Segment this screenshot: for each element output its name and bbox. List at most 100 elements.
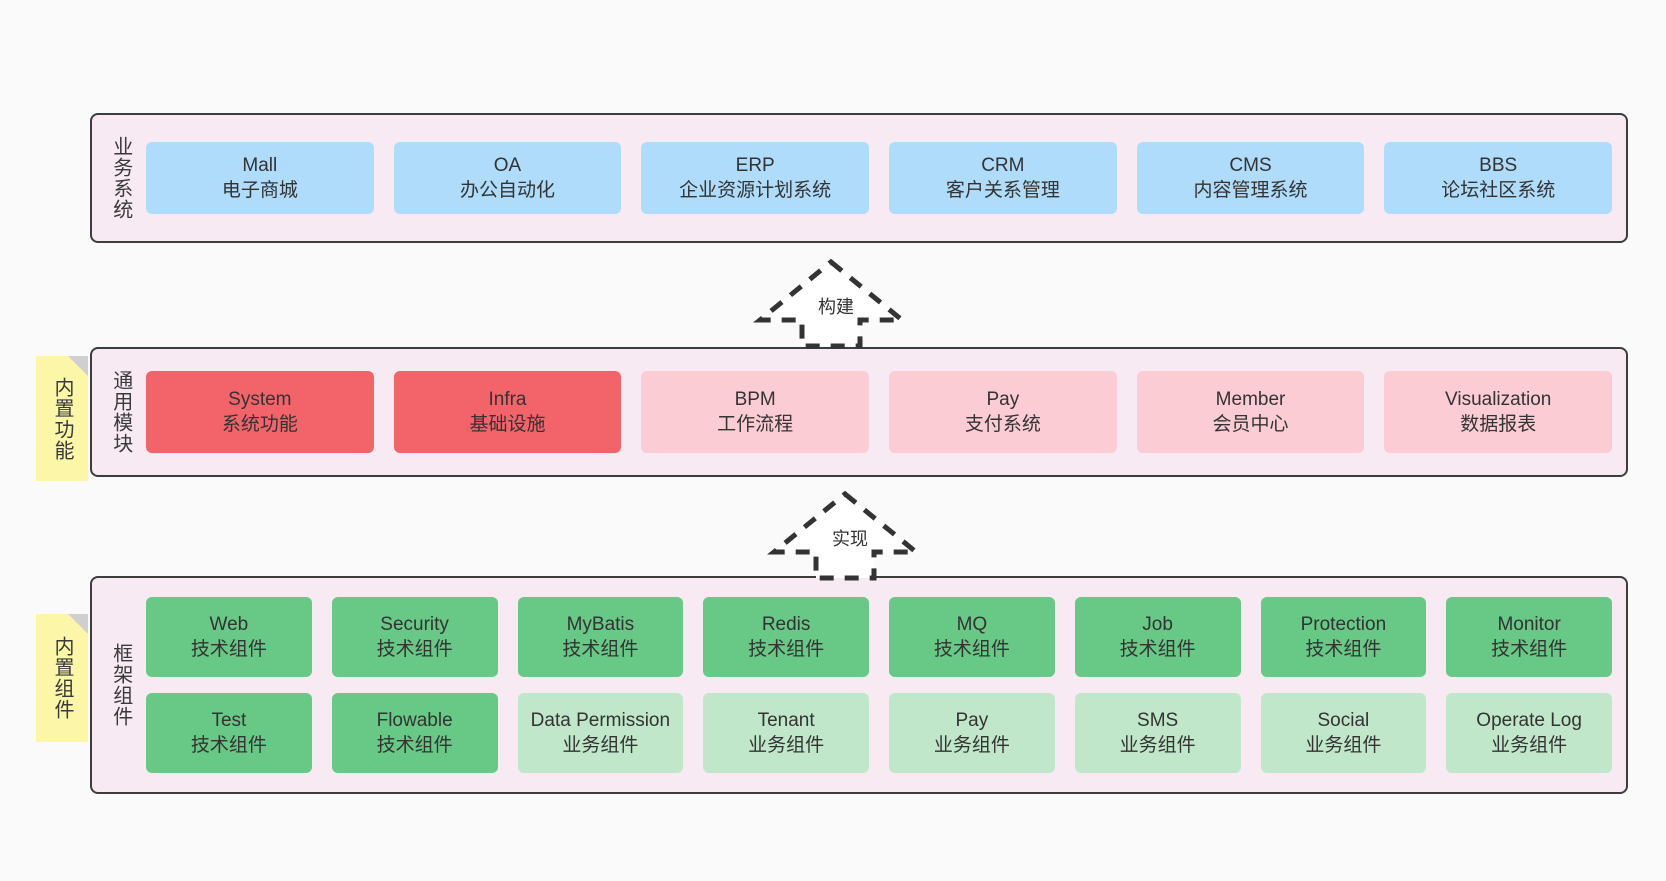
sticky-note-builtin-components-label: 内置组件 <box>51 636 73 720</box>
node-system-desc: 系统功能 <box>221 414 298 435</box>
node-bbs-name: BBS <box>1479 154 1518 176</box>
note-fold-corner-icon <box>68 614 88 634</box>
node-social-desc: 业务组件 <box>1305 735 1382 756</box>
node-mall-desc: 电子商城 <box>221 180 298 201</box>
note-fold-corner-icon <box>68 356 88 376</box>
node-test-name: Test <box>211 709 247 731</box>
node-web[interactable]: Web 技术组件 <box>146 597 312 677</box>
node-oa-desc: 办公自动化 <box>460 180 556 201</box>
node-web-desc: 技术组件 <box>190 639 267 660</box>
node-pay-name: Pay <box>986 388 1020 410</box>
node-crm[interactable]: CRM 客户关系管理 <box>889 142 1117 214</box>
node-visualization[interactable]: Visualization 数据报表 <box>1384 371 1613 453</box>
node-pay-desc: 支付系统 <box>964 414 1041 435</box>
layer-body-business: Mall 电子商城 OA 办公自动化 ERP 企业资源计划系统 CRM 客户关系… <box>142 115 1626 241</box>
node-data-permission-desc: 业务组件 <box>562 735 639 756</box>
node-infra-name: Infra <box>488 388 527 410</box>
node-mall-name: Mall <box>242 154 278 176</box>
sticky-note-builtin-components: 内置组件 <box>36 614 88 742</box>
node-oa-name: OA <box>493 154 522 176</box>
node-oa[interactable]: OA 办公自动化 <box>393 142 622 214</box>
node-mybatis-desc: 技术组件 <box>562 639 639 660</box>
node-redis[interactable]: Redis 技术组件 <box>703 597 869 677</box>
node-mybatis-name: MyBatis <box>566 613 635 635</box>
node-flowable-name: Flowable <box>376 709 453 731</box>
arrow-implement-shape <box>766 490 924 581</box>
node-bpm[interactable]: BPM 工作流程 <box>641 371 870 453</box>
arrow-implement: 实现 <box>766 490 924 581</box>
arrow-implement-label: 实现 <box>832 529 868 549</box>
layer-framework-components: 框架组件 Web 技术组件 Security 技术组件 MyBatis 技术组件 <box>90 576 1628 794</box>
node-cms-name: CMS <box>1229 154 1272 176</box>
node-bpm-desc: 工作流程 <box>717 414 794 435</box>
layer-body-framework: Web 技术组件 Security 技术组件 MyBatis 技术组件 Redi… <box>142 578 1626 792</box>
node-protection-name: Protection <box>1300 613 1387 635</box>
node-job-name: Job <box>1142 613 1173 635</box>
common-node-row: System 系统功能 Infra 基础设施 BPM 工作流程 Pay 支付系统… <box>146 371 1613 453</box>
node-test[interactable]: Test 技术组件 <box>146 693 312 773</box>
node-social[interactable]: Social 业务组件 <box>1260 693 1427 773</box>
node-visualization-name: Visualization <box>1445 388 1552 410</box>
node-pay[interactable]: Pay 支付系统 <box>889 371 1117 453</box>
sticky-note-builtin-functions: 内置功能 <box>36 356 88 481</box>
arrow-build-label: 构建 <box>818 297 854 317</box>
node-crm-name: CRM <box>981 154 1025 176</box>
node-data-permission[interactable]: Data Permission 业务组件 <box>517 693 684 773</box>
layer-title-common: 通用模块 <box>109 370 132 454</box>
framework-row-2: Test 技术组件 Flowable 技术组件 Data Permission … <box>146 693 1612 773</box>
node-sms[interactable]: SMS 业务组件 <box>1074 693 1241 773</box>
node-security[interactable]: Security 技术组件 <box>331 597 498 677</box>
sticky-note-builtin-functions-label: 内置功能 <box>51 376 73 461</box>
node-monitor-desc: 技术组件 <box>1491 639 1568 660</box>
layer-body-common: System 系统功能 Infra 基础设施 BPM 工作流程 Pay 支付系统… <box>142 349 1626 475</box>
node-infra[interactable]: Infra 基础设施 <box>393 371 622 453</box>
layer-common-modules: 通用模块 System 系统功能 Infra 基础设施 BPM 工作流程 Pay <box>90 347 1628 477</box>
business-node-row: Mall 电子商城 OA 办公自动化 ERP 企业资源计划系统 CRM 客户关系… <box>146 142 1613 214</box>
node-bpm-name: BPM <box>734 388 776 410</box>
node-flowable[interactable]: Flowable 技术组件 <box>331 693 498 773</box>
node-erp[interactable]: ERP 企业资源计划系统 <box>641 142 870 214</box>
node-monitor-name: Monitor <box>1497 613 1561 635</box>
node-tenant[interactable]: Tenant 业务组件 <box>703 693 869 773</box>
layer-business-systems: 业务系统 Mall 电子商城 OA 办公自动化 ERP 企业资源计划系统 CRM <box>90 113 1628 243</box>
node-cms[interactable]: CMS 内容管理系统 <box>1136 142 1365 214</box>
node-security-name: Security <box>380 613 449 635</box>
node-security-desc: 技术组件 <box>376 639 453 660</box>
layer-title-framework: 框架组件 <box>109 643 132 727</box>
node-erp-desc: 企业资源计划系统 <box>679 180 832 201</box>
node-pay-component-desc: 业务组件 <box>933 735 1010 756</box>
node-job[interactable]: Job 技术组件 <box>1074 597 1241 677</box>
node-crm-desc: 客户关系管理 <box>945 180 1060 201</box>
node-redis-name: Redis <box>761 613 811 635</box>
node-web-name: Web <box>209 613 249 635</box>
node-mybatis[interactable]: MyBatis 技术组件 <box>517 597 684 677</box>
framework-rows: Web 技术组件 Security 技术组件 MyBatis 技术组件 Redi… <box>146 597 1612 773</box>
node-tenant-desc: 业务组件 <box>748 735 825 756</box>
node-system-name: System <box>228 388 292 410</box>
node-member-desc: 会员中心 <box>1212 414 1289 435</box>
node-operate-log-desc: 业务组件 <box>1491 735 1568 756</box>
node-mq[interactable]: MQ 技术组件 <box>889 597 1055 677</box>
node-test-desc: 技术组件 <box>190 735 267 756</box>
node-visualization-desc: 数据报表 <box>1460 414 1537 435</box>
node-tenant-name: Tenant <box>757 709 815 731</box>
node-pay-component[interactable]: Pay 业务组件 <box>889 693 1055 773</box>
node-protection[interactable]: Protection 技术组件 <box>1260 597 1427 677</box>
node-system[interactable]: System 系统功能 <box>146 371 374 453</box>
node-mall[interactable]: Mall 电子商城 <box>146 142 374 214</box>
node-job-desc: 技术组件 <box>1119 639 1196 660</box>
node-monitor[interactable]: Monitor 技术组件 <box>1446 597 1612 677</box>
layer-title-business: 业务系统 <box>109 136 132 220</box>
node-mq-name: MQ <box>956 613 988 635</box>
node-bbs[interactable]: BBS 论坛社区系统 <box>1384 142 1613 214</box>
node-infra-desc: 基础设施 <box>469 414 546 435</box>
node-member[interactable]: Member 会员中心 <box>1136 371 1365 453</box>
node-redis-desc: 技术组件 <box>748 639 825 660</box>
node-protection-desc: 技术组件 <box>1305 639 1382 660</box>
node-mq-desc: 技术组件 <box>933 639 1010 660</box>
framework-row-1: Web 技术组件 Security 技术组件 MyBatis 技术组件 Redi… <box>146 597 1612 677</box>
node-operate-log[interactable]: Operate Log 业务组件 <box>1446 693 1612 773</box>
node-pay-component-name: Pay <box>955 709 989 731</box>
node-social-name: Social <box>1317 709 1370 731</box>
